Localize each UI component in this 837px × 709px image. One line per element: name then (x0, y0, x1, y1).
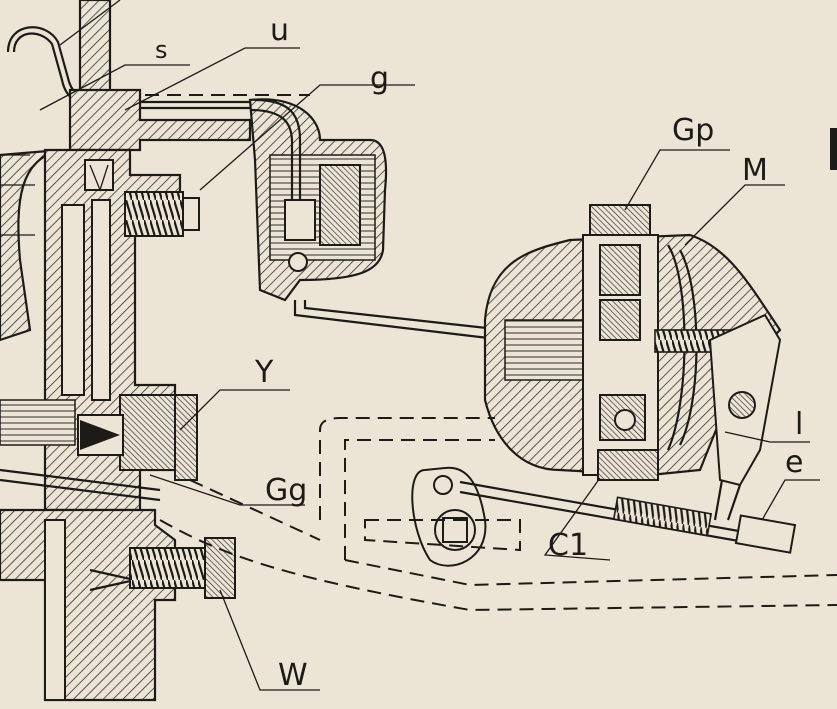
valve-Y-knob (174, 394, 198, 481)
adjusting-nut-e (734, 514, 797, 554)
label-w: W (278, 658, 308, 693)
label-c1: C1 (548, 528, 588, 563)
float-bowl (248, 98, 506, 342)
idle-screw-g (124, 191, 184, 237)
emulsion-tube (91, 199, 111, 401)
carburetor-main-body (0, 0, 252, 702)
label-m: M (742, 153, 768, 188)
label-u: u (270, 13, 289, 48)
dashed-outline (145, 94, 837, 612)
label-s: s (155, 36, 168, 64)
label-gg: Gg (265, 473, 307, 508)
label-gp: Gp (672, 113, 714, 148)
leader-lines (0, 0, 820, 691)
valve-Y-housing (119, 394, 181, 471)
edge-mark (830, 128, 837, 170)
pump-base-c1 (597, 449, 659, 481)
lever-pivot (728, 391, 756, 419)
mixture-screw-head (204, 537, 236, 599)
air-jet (84, 159, 114, 191)
label-y: Y (254, 355, 274, 390)
part-labels: s u g Gp M Y l e Gg C1 W (155, 13, 803, 693)
upper-flange (68, 88, 252, 152)
label-l: l (795, 407, 803, 442)
main-bore (61, 204, 85, 396)
idle-screw-head (182, 197, 200, 231)
pump-chamber (504, 319, 586, 381)
fuel-well (0, 399, 76, 446)
label-g: g (370, 61, 389, 96)
return-spring (612, 496, 713, 537)
mixture-screw-w (129, 547, 209, 589)
accelerator-pump (483, 204, 782, 521)
label-e: e (785, 445, 803, 480)
lower-body (0, 508, 177, 702)
float-needle-ball (288, 252, 308, 272)
